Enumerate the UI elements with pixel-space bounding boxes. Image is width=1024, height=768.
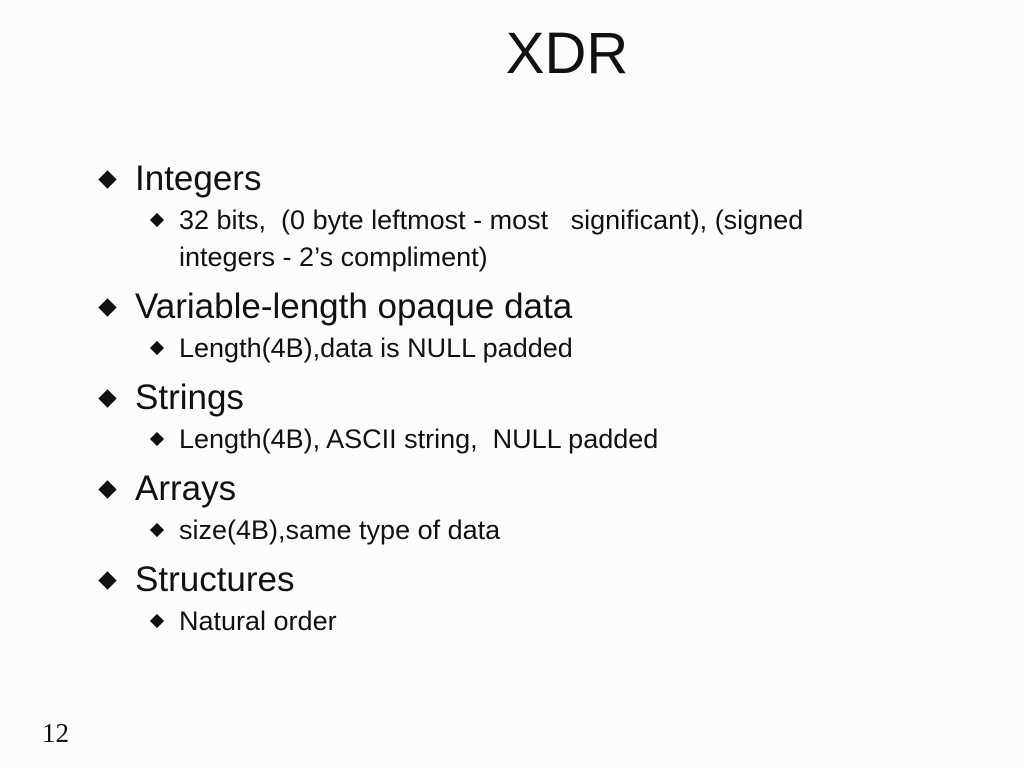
sub-list-item: Length(4B),data is NULL padded bbox=[98, 330, 978, 367]
list-item-strings: Strings bbox=[98, 377, 978, 419]
list-item-text: Integers bbox=[135, 159, 262, 198]
diamond-bullet-icon bbox=[149, 212, 165, 228]
list-item-structures: Structures bbox=[98, 559, 978, 601]
diamond-bullet-icon bbox=[149, 431, 165, 447]
sub-list-item-text: size(4B),same type of data bbox=[179, 515, 501, 545]
list-item-text: Structures bbox=[135, 560, 295, 599]
diamond-bullet-icon bbox=[98, 298, 117, 317]
sub-list-item-text: Length(4B),data is NULL padded bbox=[179, 333, 573, 363]
sub-list-item: Natural order bbox=[98, 603, 978, 640]
diamond-bullet-icon bbox=[98, 571, 117, 590]
diamond-bullet-icon bbox=[149, 613, 165, 629]
diamond-bullet-icon bbox=[98, 170, 117, 189]
list-item-variable-length-opaque-data: Variable-length opaque data bbox=[98, 286, 978, 328]
diamond-bullet-icon bbox=[98, 480, 117, 499]
sub-list-item: 32 bits, (0 byte leftmost - most signifi… bbox=[98, 202, 978, 276]
list-item-arrays: Arrays bbox=[98, 468, 978, 510]
list-item-text: Variable-length opaque data bbox=[135, 287, 573, 326]
list-item-text: Arrays bbox=[135, 469, 237, 508]
diamond-bullet-icon bbox=[149, 340, 165, 356]
sub-list-item: size(4B),same type of data bbox=[98, 512, 978, 549]
diamond-bullet-icon bbox=[98, 389, 117, 408]
sub-list-item-text: 32 bits, (0 byte leftmost - most signifi… bbox=[179, 205, 811, 272]
page-number: 12 bbox=[42, 718, 69, 748]
sub-list-item: Length(4B), ASCII string, NULL padded bbox=[98, 421, 978, 458]
list-item-integers: Integers bbox=[98, 158, 978, 200]
diamond-bullet-icon bbox=[149, 522, 165, 538]
sub-list-item-text: Length(4B), ASCII string, NULL padded bbox=[179, 424, 659, 454]
bullet-list: Integers 32 bits, (0 byte leftmost - mos… bbox=[98, 158, 978, 650]
sub-list-item-text: Natural order bbox=[179, 606, 337, 636]
list-item-text: Strings bbox=[135, 378, 244, 417]
slide-title: XDR bbox=[505, 21, 629, 86]
